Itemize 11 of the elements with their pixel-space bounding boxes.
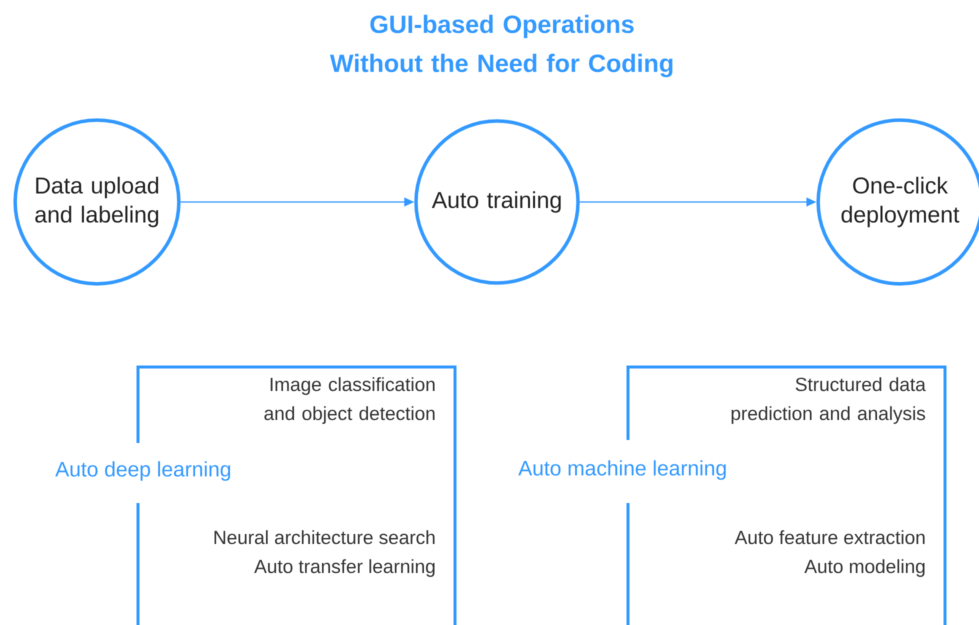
group-box: [518, 366, 946, 625]
group-box: [55, 366, 456, 625]
item-text: Neural architecture search: [214, 530, 435, 544]
item-text: Image classification and object detection: [264, 377, 435, 424]
item-text: Auto feature extraction: [734, 530, 925, 544]
item-text: Structured data prediction and analysis: [732, 377, 926, 424]
heading: Auto deep learning: [55, 461, 230, 481]
heading: Auto machine learning: [518, 460, 726, 480]
title: GUI-based Operations Without the Need for Coding: [330, 14, 672, 78]
item-text: Auto modeling: [804, 559, 925, 577]
item-text: Auto transfer learning: [254, 559, 435, 577]
